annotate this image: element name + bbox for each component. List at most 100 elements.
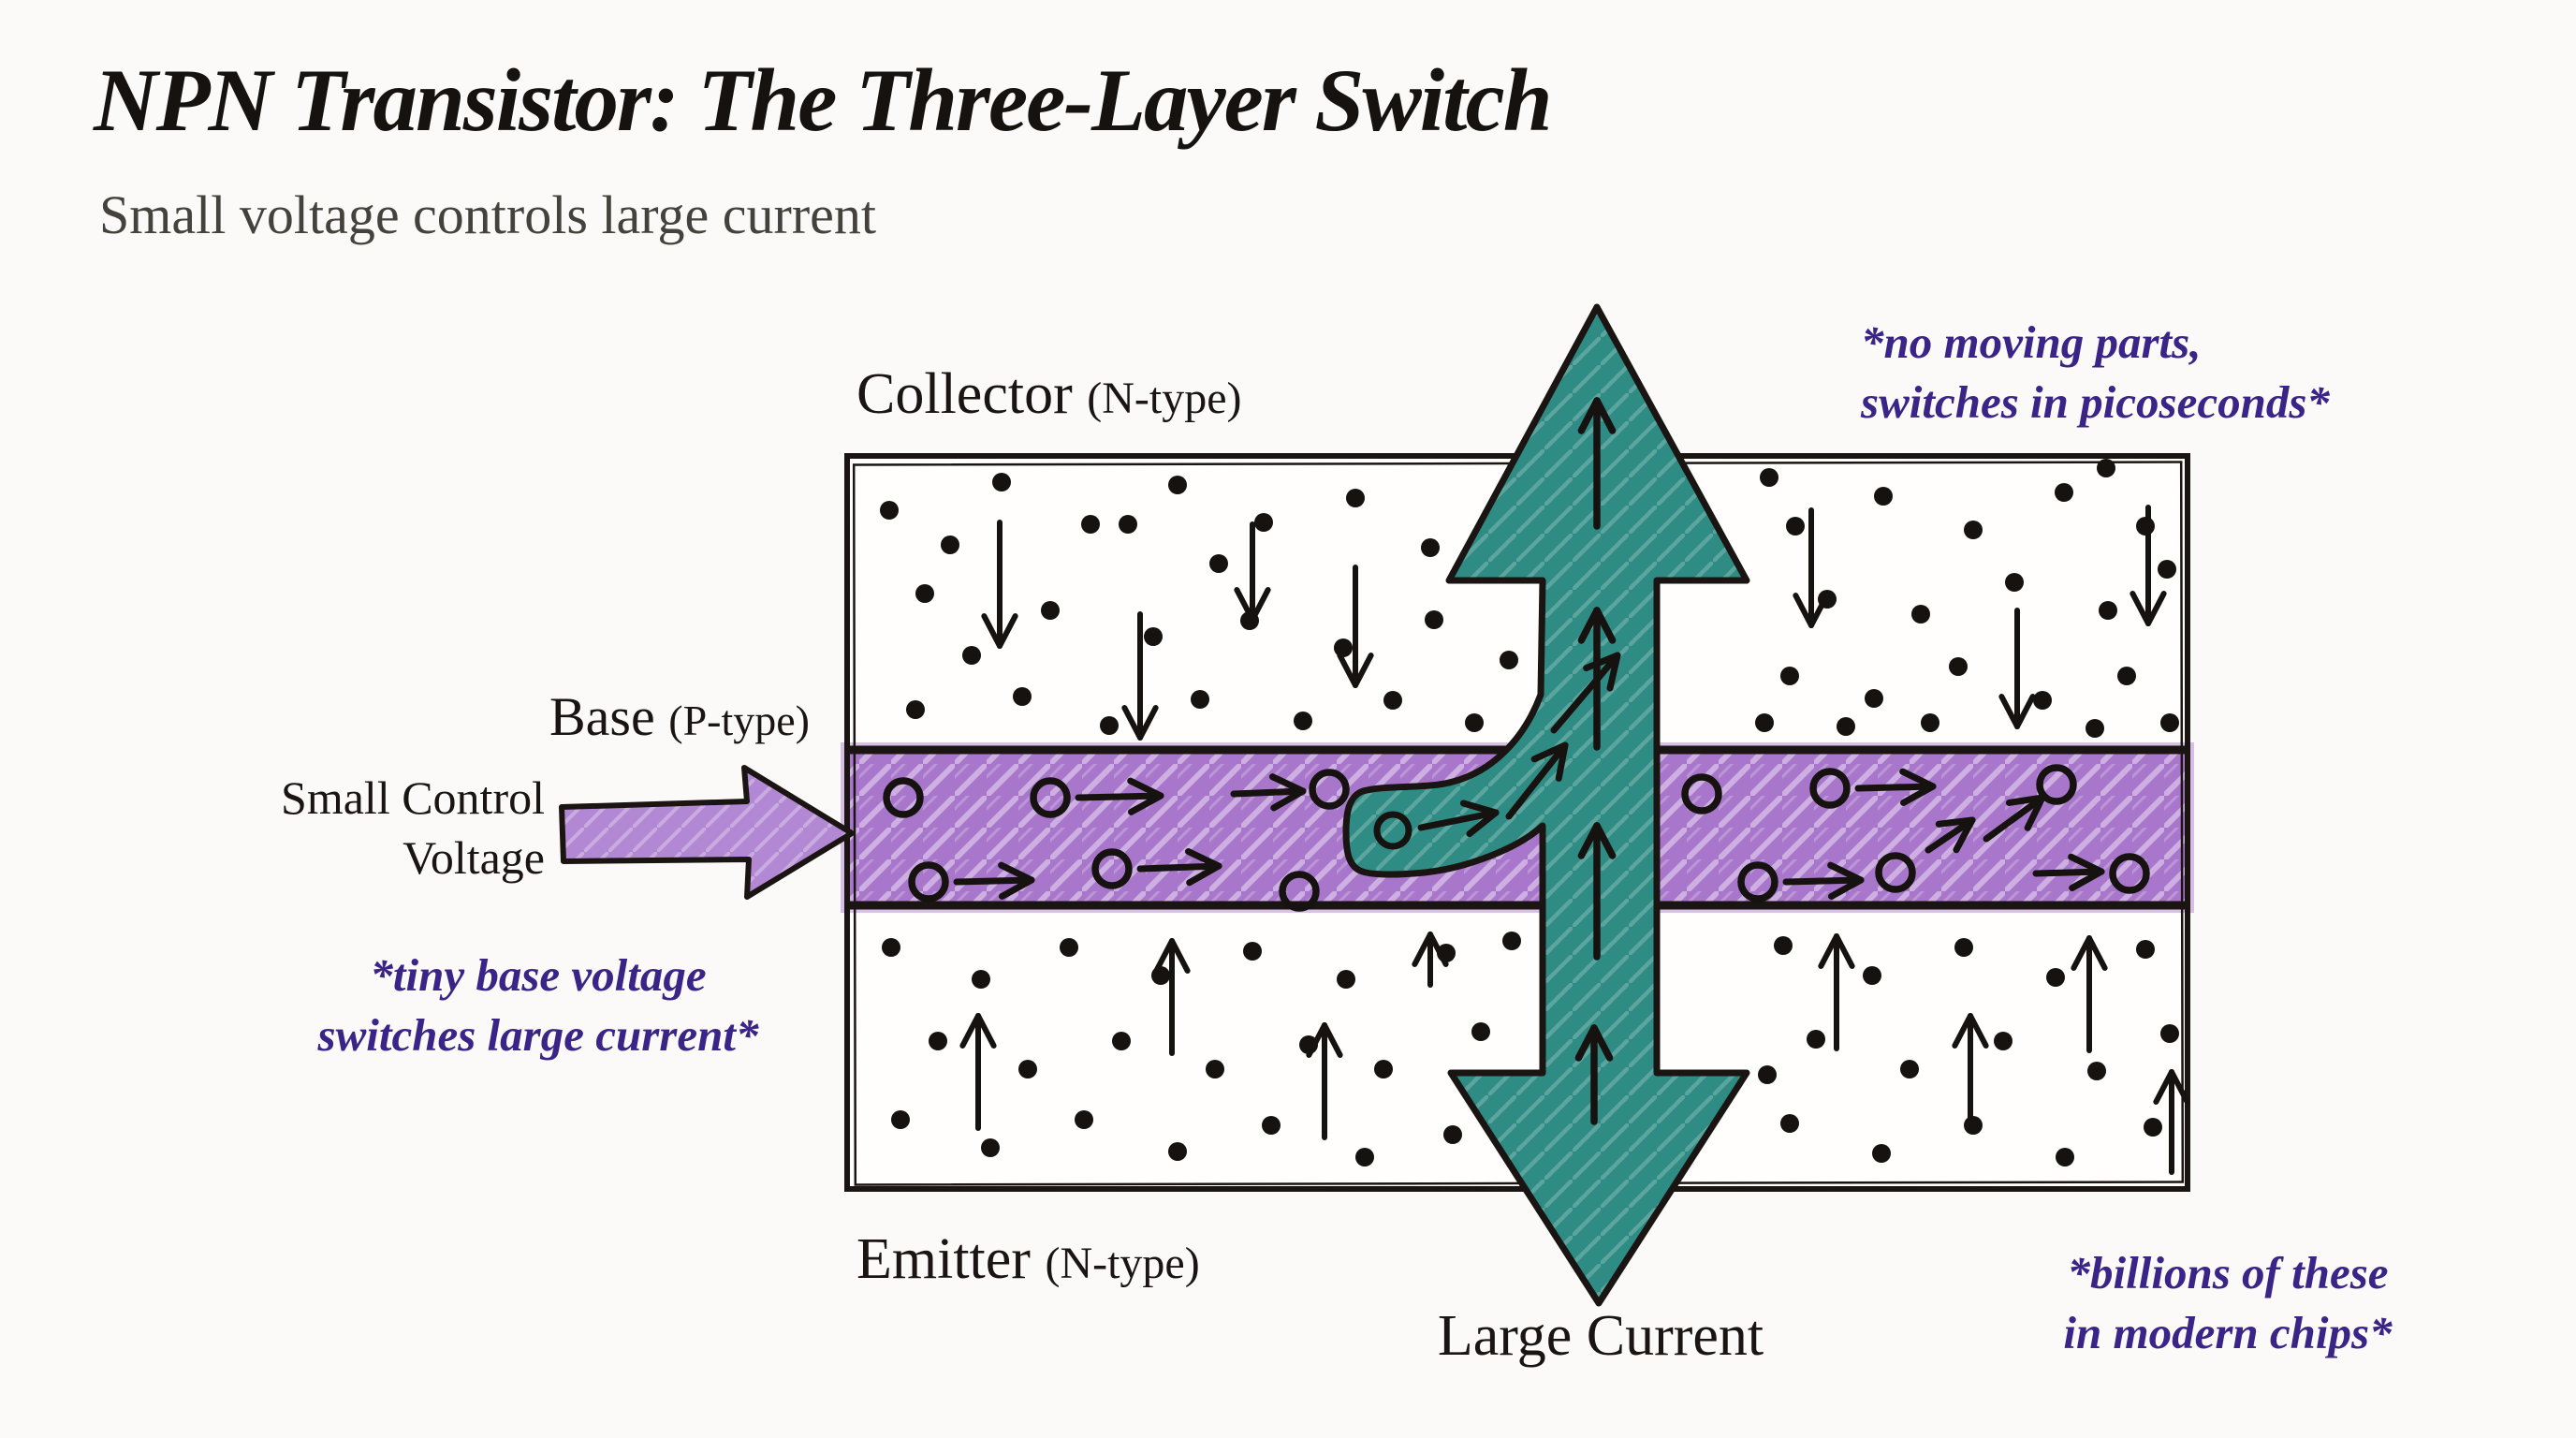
electron-dot [1964, 521, 1983, 539]
electron-dot [1060, 938, 1078, 957]
electron-dot [1465, 713, 1484, 732]
base-name: Base [549, 686, 655, 747]
electron-dot [2056, 1148, 2074, 1167]
electron-drift-arrow-up [1952, 1013, 1989, 1131]
electron-dot [2087, 1062, 2106, 1080]
electron-dot [1081, 515, 1100, 534]
electron-dot [1900, 1060, 1919, 1078]
hole-circle [1091, 848, 1133, 889]
hole-flow-arrow [1782, 861, 1865, 900]
hole-circle [1030, 777, 1071, 818]
page-title: NPN Transistor: The Three-Layer Switch [94, 51, 1553, 150]
electron-drift-arrow-up [1153, 938, 1191, 1056]
electron-dot [992, 473, 1011, 492]
electron-dot [880, 501, 899, 520]
electron-dot [1443, 1125, 1462, 1144]
electron-dot [2136, 940, 2155, 959]
electron-dot [1863, 966, 1881, 985]
electron-drift-arrow-down [1121, 611, 1159, 741]
electron-dot [1209, 554, 1228, 573]
electron-dot [1355, 1148, 1374, 1167]
electron-dot [2117, 667, 2136, 685]
electron-drift-arrow-up [1412, 932, 1449, 988]
hole-circle [1809, 768, 1851, 809]
electron-dot [1100, 716, 1119, 735]
electron-dot [1383, 691, 1402, 710]
electron-dot [1760, 468, 1778, 487]
current-direction-arrow [1577, 397, 1617, 530]
hole-circle [2109, 853, 2150, 894]
hole-flow-arrow [1854, 768, 1937, 806]
electron-dot [1191, 690, 1209, 709]
electron-dot [1168, 1142, 1187, 1161]
branch-flow-arrow [1417, 800, 1500, 838]
hole-flow-arrow-diagonal [1983, 794, 2046, 843]
electron-dot [1119, 515, 1137, 534]
current-direction-arrow [1577, 822, 1617, 961]
electron-drift-arrow-up [2071, 935, 2108, 1053]
electron-dot [1780, 667, 1799, 685]
electron-dot [981, 1138, 1000, 1157]
control-voltage-arrow [562, 768, 852, 897]
electron-dot [1994, 1032, 2012, 1050]
electron-dot [1774, 936, 1793, 955]
electron-dot [1865, 689, 1883, 708]
current-flow-arrows [1373, 397, 1621, 1125]
hole-circle [1373, 811, 1412, 850]
electron-dot [1374, 1060, 1393, 1078]
electron-dot [1206, 1060, 1224, 1078]
collector-name: Collector [856, 362, 1073, 426]
electron-dot [1502, 932, 1521, 950]
electron-dot [2160, 713, 2179, 732]
electron-dot [2097, 459, 2115, 477]
electron-dot [1254, 513, 1273, 532]
hole-circle [1737, 861, 1778, 902]
electron-dot [972, 970, 990, 989]
electron-dot [1837, 717, 1855, 736]
annotation-tiny-base-voltage: *tiny base voltage switches large curren… [317, 949, 759, 1061]
electron-dot [891, 1110, 910, 1129]
base-label: Base (P-type) [309, 685, 810, 748]
page-subtitle: Small voltage controls large current [99, 184, 877, 245]
electron-dot [1758, 1065, 1777, 1084]
electron-drift-arrow-down [981, 520, 1018, 649]
electron-drift-arrow-down [1998, 608, 2036, 729]
electron-drift-arrow-down [2130, 505, 2167, 626]
electron-drift-arrow-up [1306, 1022, 1343, 1140]
hole-circle [908, 861, 949, 902]
electron-dot [1243, 942, 1262, 961]
electron-dot [1949, 657, 1968, 676]
electron-dot [1921, 713, 1939, 732]
electron-dot [1954, 938, 1973, 957]
electron-dot [1786, 517, 1805, 536]
electron-dot [1013, 687, 1032, 706]
hole-circle [1279, 871, 1320, 912]
hole-flow-arrow [953, 861, 1035, 900]
electron-dot [1874, 487, 1893, 506]
electron-dot [882, 938, 900, 957]
hole-flow-arrow [1230, 773, 1307, 812]
collector-region-electrons [880, 459, 2179, 741]
electron-dot [1807, 1030, 1825, 1049]
electron-drift-arrow-up [959, 1013, 997, 1131]
electron-drift-arrow-down [1234, 521, 1271, 623]
electron-dot [1041, 601, 1060, 620]
current-direction-arrow [1574, 1024, 1614, 1125]
electron-dot [2144, 1118, 2162, 1137]
electron-dot [1075, 1110, 1093, 1129]
electron-dot [1262, 1116, 1281, 1135]
electron-dot [1780, 1114, 1799, 1133]
electron-dot [915, 584, 934, 603]
emitter-region-electrons [882, 932, 2190, 1175]
branch-flow-arrow [1550, 652, 1621, 734]
electron-dot [1872, 1144, 1891, 1163]
electron-dot [1346, 489, 1365, 507]
hole-circle [1875, 852, 1916, 893]
hole-flow-arrow-diagonal [1925, 816, 1976, 854]
electron-dot [1755, 713, 1774, 732]
annotation-billions-of-these: *billions of these in modern chips* [2063, 1247, 2393, 1358]
electron-dot [2160, 1024, 2179, 1043]
hole-flow-arrow [2032, 853, 2105, 892]
